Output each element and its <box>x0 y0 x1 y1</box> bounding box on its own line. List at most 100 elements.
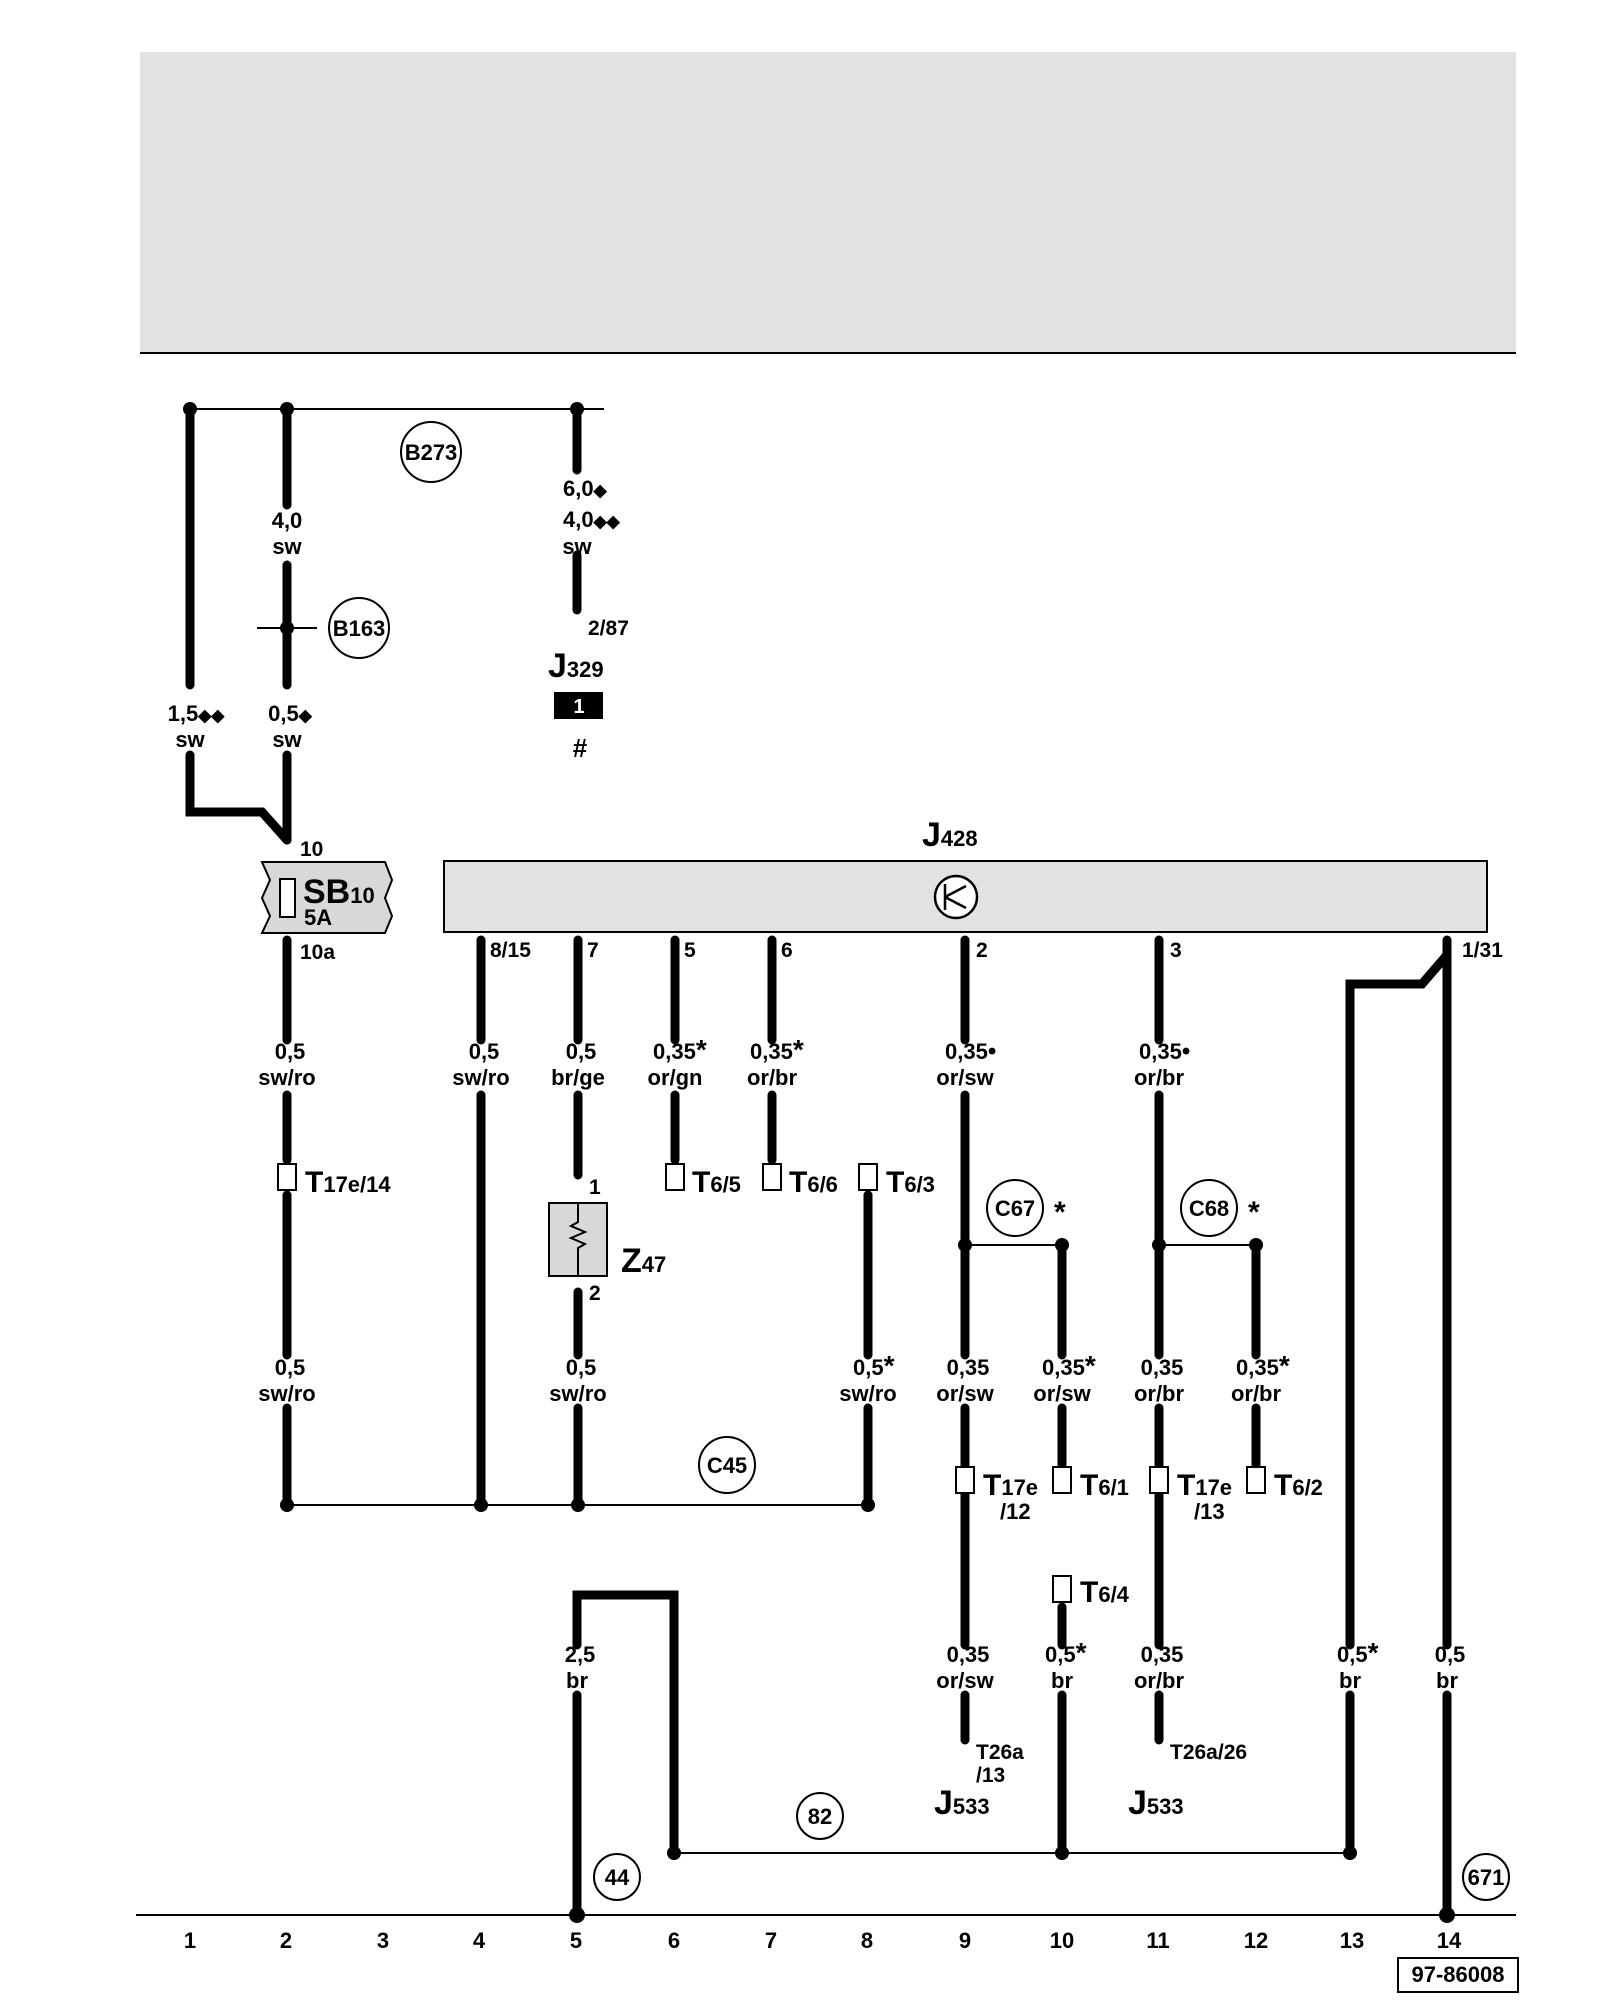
circle-c67: C67 * <box>986 1179 1066 1237</box>
svg-text:1: 1 <box>573 696 584 718</box>
svg-text:*: * <box>1054 1196 1066 1229</box>
svg-text:T6/2: T6/2 <box>1274 1469 1323 1502</box>
wire-label-c10-mid: 0,35* or/sw <box>1033 1350 1096 1406</box>
svg-text:1: 1 <box>589 1176 601 1199</box>
wire-label-c5-gnd: 2,5 br <box>565 1642 596 1693</box>
svg-text:T26a/26: T26a/26 <box>1170 1741 1247 1764</box>
wire-label-c2-low: 0,5 sw/ro <box>258 1039 315 1090</box>
wire-label-c7: 0,35* or/br <box>747 1034 804 1090</box>
column-number: 11 <box>1146 1928 1169 1953</box>
svg-text:0,35: 0,35 <box>1141 1642 1184 1667</box>
svg-text:or/br: or/br <box>747 1065 798 1090</box>
svg-text:0,5: 0,5 <box>275 1355 306 1380</box>
svg-text:0,5: 0,5 <box>469 1039 500 1064</box>
svg-text:4,0◆◆: 4,0◆◆ <box>563 507 621 532</box>
column-number: 8 <box>861 1928 873 1953</box>
svg-text:0,35•: 0,35• <box>945 1038 996 1065</box>
svg-text:2: 2 <box>589 1282 601 1305</box>
wire-label-c5-low: 0,5 sw/ro <box>549 1355 606 1406</box>
svg-text:J329: J329 <box>548 647 604 685</box>
svg-text:0,5*: 0,5* <box>1045 1637 1087 1668</box>
circle-c45: C45 <box>698 1436 756 1494</box>
c68-junction-11 <box>1152 1238 1166 1252</box>
svg-text:#: # <box>573 733 588 763</box>
svg-text:sw/ro: sw/ro <box>258 1065 315 1090</box>
wire-label-c10-bot: 0,5* br <box>1045 1637 1087 1693</box>
j329-pin: 2/87 <box>588 617 629 640</box>
circle-44: 44 <box>593 1853 641 1901</box>
svg-text:or/br: or/br <box>1134 1668 1185 1693</box>
circle-b163: B163 <box>328 597 390 659</box>
c45-junction-2 <box>280 1498 294 1512</box>
heater-z47: 1 2 Z47 <box>548 1176 666 1305</box>
svg-text:0,5*: 0,5* <box>1337 1637 1379 1668</box>
svg-text:sw: sw <box>272 727 302 752</box>
wire-label-c11-bot: 0,35 or/br <box>1134 1642 1185 1693</box>
svg-text:C67: C67 <box>995 1196 1035 1221</box>
wire-label-c9-mid: 0,35 or/sw <box>936 1355 994 1406</box>
wire-label-c4: 0,5 sw/ro <box>452 1039 509 1090</box>
svg-text:sw/ro: sw/ro <box>549 1381 606 1406</box>
svg-text:0,5: 0,5 <box>566 1355 597 1380</box>
j428-pin-5: 5 <box>684 939 696 962</box>
svg-text:or/sw: or/sw <box>936 1381 994 1406</box>
c45-junction-5 <box>571 1498 585 1512</box>
wire-col1 <box>185 404 292 845</box>
svg-text:0,35*: 0,35* <box>1236 1350 1290 1381</box>
svg-text:0,35*: 0,35* <box>1042 1350 1096 1381</box>
j428-pin-2: 2 <box>976 939 988 962</box>
svg-text:sw/ro: sw/ro <box>258 1381 315 1406</box>
column-number: 2 <box>280 1928 292 1953</box>
wire-col13 <box>1345 950 1452 1858</box>
ecu-j533-a: T26a /13 J533 <box>934 1741 1024 1822</box>
circle-b163-label: B163 <box>333 616 386 641</box>
wire-label-c12-mid: 0,35* or/br <box>1231 1350 1290 1406</box>
wire-label-c1-top: 1,5◆◆ sw <box>168 701 226 752</box>
svg-text:sw: sw <box>562 534 592 559</box>
connector-t6-5: T6/5 <box>665 1163 741 1199</box>
svg-text:C68: C68 <box>1189 1196 1229 1221</box>
column-number: 12 <box>1244 1928 1268 1953</box>
connector-t17e-14: T17e/14 <box>277 1163 391 1199</box>
svg-text:or/sw: or/sw <box>1033 1381 1091 1406</box>
wire-label-c6: 0,35* or/gn <box>648 1034 707 1090</box>
column-number: 1 <box>184 1928 196 1953</box>
circle-b273: B273 <box>400 421 462 483</box>
svg-text:Z47: Z47 <box>621 1242 666 1280</box>
svg-text:T6/3: T6/3 <box>886 1166 935 1199</box>
column-number: 10 <box>1050 1928 1074 1953</box>
svg-text:44: 44 <box>605 1865 630 1890</box>
wire-label-c2-top: 4,0 sw <box>272 508 303 559</box>
svg-text:T17e/14: T17e/14 <box>305 1166 391 1199</box>
wire-label-c11-mid: 0,35 or/br <box>1134 1355 1185 1406</box>
column-number: 9 <box>959 1928 971 1953</box>
svg-text:0,35*: 0,35* <box>653 1034 707 1065</box>
svg-text:T17e: T17e <box>983 1469 1038 1502</box>
gnd82-junction-13 <box>1343 1846 1357 1860</box>
connector-t6-6: T6/6 <box>762 1163 838 1199</box>
connector-t6-1: T6/1 <box>1052 1466 1129 1502</box>
svg-text:sw: sw <box>272 534 302 559</box>
svg-text:T6/6: T6/6 <box>789 1166 838 1199</box>
relay-j329-label: J329 1 # <box>548 647 604 763</box>
svg-text:5A: 5A <box>304 905 332 930</box>
circle-c68: C68 * <box>1180 1179 1260 1237</box>
b163-junction <box>280 621 294 635</box>
wire-label-c9-up: 0,35• or/sw <box>936 1038 996 1090</box>
svg-text:or/br: or/br <box>1231 1381 1282 1406</box>
column-number: 13 <box>1340 1928 1364 1953</box>
svg-text:0,35: 0,35 <box>1141 1355 1184 1380</box>
wire-label-c14: 0,5 br <box>1435 1642 1466 1693</box>
c67-junction-9 <box>958 1238 972 1252</box>
circle-82: 82 <box>796 1792 844 1840</box>
c45-junction-4 <box>474 1498 488 1512</box>
svg-text:br: br <box>1339 1668 1361 1693</box>
svg-text:br: br <box>566 1668 588 1693</box>
svg-text:SB10: SB10 <box>303 873 375 911</box>
svg-text:0,35•: 0,35• <box>1139 1038 1190 1065</box>
svg-text:T6/5: T6/5 <box>692 1166 741 1199</box>
svg-text:0,5*: 0,5* <box>853 1350 895 1381</box>
column-number: 7 <box>765 1928 777 1953</box>
connector-t17e-13: T17e /13 <box>1149 1466 1232 1524</box>
j428-pin-7: 7 <box>587 939 599 962</box>
